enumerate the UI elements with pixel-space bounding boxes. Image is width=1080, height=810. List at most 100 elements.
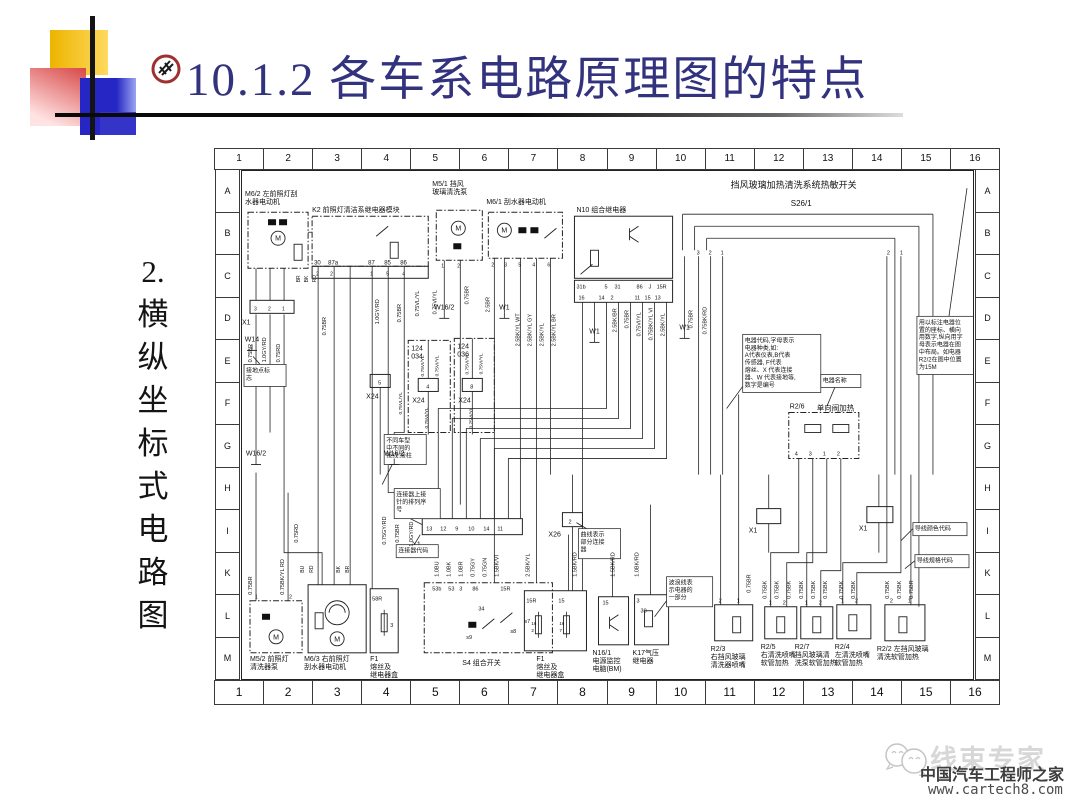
svg-text:124: 124 — [411, 345, 423, 352]
svg-text:87a: 87a — [328, 260, 339, 266]
svg-text:W14: W14 — [245, 336, 260, 343]
svg-text:2.5BK/YL: 2.5BK/YL — [661, 313, 667, 336]
svg-text:不同车型: 不同车型 — [386, 437, 410, 445]
svg-text:挡风玻璃清: 挡风玻璃清 — [795, 650, 830, 659]
scale-cell: 15 — [900, 680, 951, 705]
svg-text:M: M — [275, 236, 281, 243]
svg-text:传感器, F代表: 传感器, F代表 — [745, 359, 782, 367]
svg-text:导线颜色代码: 导线颜色代码 — [915, 525, 951, 533]
svg-text:0.75BK: 0.75BK — [851, 580, 857, 598]
scale-cell: H — [975, 466, 1000, 510]
svg-text:16: 16 — [578, 295, 584, 301]
conn-x1-right: X1 — [859, 506, 894, 533]
svg-text:15: 15 — [602, 601, 608, 607]
svg-text:34: 34 — [478, 607, 484, 613]
svg-text:X26: X26 — [548, 532, 561, 539]
svg-text:86: 86 — [637, 284, 643, 290]
svg-text:2: 2 — [837, 452, 840, 458]
svg-text:0.75BK: 0.75BK — [897, 580, 903, 598]
svg-text:S4 组合开关: S4 组合开关 — [462, 658, 501, 667]
svg-text:W16/2: W16/2 — [384, 451, 404, 458]
svg-text:1: 1 — [370, 271, 373, 277]
svg-text:熔丝及: 熔丝及 — [536, 662, 557, 671]
svg-text:1.0BR: 1.0BR — [458, 561, 464, 576]
decoration-blue-square-small — [100, 112, 136, 135]
svg-text:3: 3 — [637, 599, 640, 605]
svg-text:J: J — [649, 284, 652, 290]
svg-text:N10 组合继电器: N10 组合继电器 — [576, 205, 626, 214]
svg-text:电器种类,如:: 电器种类,如: — [745, 344, 779, 352]
scale-cell: E — [215, 339, 240, 383]
svg-text:2.5BK/YL: 2.5BK/YL — [539, 323, 545, 346]
svg-text:右挡风玻璃: 右挡风玻璃 — [711, 652, 746, 661]
svg-text:0.75BR: 0.75BR — [395, 524, 401, 542]
svg-text:R2/4: R2/4 — [835, 644, 850, 651]
svg-text:M6/3 右前照灯: M6/3 右前照灯 — [304, 654, 350, 663]
svg-text:4: 4 — [795, 452, 798, 458]
scale-cell: F — [975, 381, 1000, 425]
svg-text:软管加热: 软管加热 — [835, 658, 863, 667]
svg-text:2: 2 — [855, 599, 858, 605]
svg-text:0.75VI/YL: 0.75VI/YL — [420, 355, 426, 376]
svg-text:3: 3 — [697, 250, 700, 256]
scale-cell: D — [215, 296, 240, 340]
svg-text:清洗软管加热: 清洗软管加热 — [877, 652, 919, 661]
scale-cell: L — [215, 594, 240, 638]
conn-x26: X26 — [548, 512, 583, 539]
svg-text:0.75GN: 0.75GN — [482, 558, 488, 577]
scale-cell: 10 — [655, 680, 706, 705]
svg-text:2: 2 — [316, 271, 319, 277]
comp-k2-pins — [311, 265, 429, 279]
svg-text:7: 7 — [559, 628, 562, 633]
svg-text:A代表仪表,B代表: A代表仪表,B代表 — [745, 351, 791, 359]
svg-text:0.75BK/RD: 0.75BK/RD — [703, 307, 709, 335]
svg-text:一部分: 一部分 — [669, 594, 687, 602]
svg-text:X1: X1 — [859, 526, 868, 533]
svg-text:10: 10 — [468, 527, 474, 533]
svg-text:86: 86 — [472, 587, 478, 593]
svg-text:0.75BR: 0.75BR — [248, 344, 254, 362]
conn-x24-a-plug: X24 — [412, 377, 439, 404]
svg-text:124: 124 — [457, 343, 469, 350]
svg-text:0.75BK: 0.75BK — [763, 580, 769, 598]
svg-text:3: 3 — [390, 623, 393, 629]
scale-cell: E — [975, 339, 1000, 383]
svg-text:W16/2: W16/2 — [434, 304, 454, 311]
svg-text:2: 2 — [289, 595, 292, 601]
scale-cell: F — [215, 381, 240, 425]
scale-cell: 13 — [802, 680, 853, 705]
svg-text:继电器盒: 继电器盒 — [536, 670, 564, 679]
scale-cell: 6 — [459, 680, 510, 705]
side-caption-char: 电 — [137, 512, 169, 547]
svg-text:2: 2 — [531, 628, 534, 633]
svg-text:s9: s9 — [466, 635, 472, 641]
svg-text:RD: RD — [309, 565, 315, 573]
scale-cell: B — [215, 211, 240, 255]
svg-text:连接器代码: 连接器代码 — [398, 547, 428, 555]
watermark-brand-light: 线束专家 — [930, 745, 1046, 775]
svg-text:M6/2 左前照灯刮: M6/2 左前照灯刮 — [245, 189, 298, 198]
svg-text:示电器的: 示电器的 — [669, 586, 693, 594]
svg-text:1: 1 — [769, 601, 772, 607]
svg-text:0.75BK: 0.75BK — [839, 580, 845, 598]
svg-text:波浪线表: 波浪线表 — [669, 579, 693, 587]
svg-text:15: 15 — [558, 599, 564, 605]
svg-text:0.75RD: 0.75RD — [294, 524, 300, 543]
scale-cell: 14 — [851, 680, 902, 705]
svg-text:036: 036 — [457, 351, 469, 358]
decoration-yellow-square — [50, 30, 108, 75]
svg-text:1.0BK: 1.0BK — [446, 561, 452, 576]
svg-text:034: 034 — [411, 353, 423, 360]
svg-text:N16/1: N16/1 — [592, 650, 611, 657]
scale-cell: 4 — [361, 680, 412, 705]
svg-text:0.75BR: 0.75BR — [322, 317, 328, 335]
svg-text:电器代码,字母表示: 电器代码,字母表示 — [745, 336, 795, 344]
